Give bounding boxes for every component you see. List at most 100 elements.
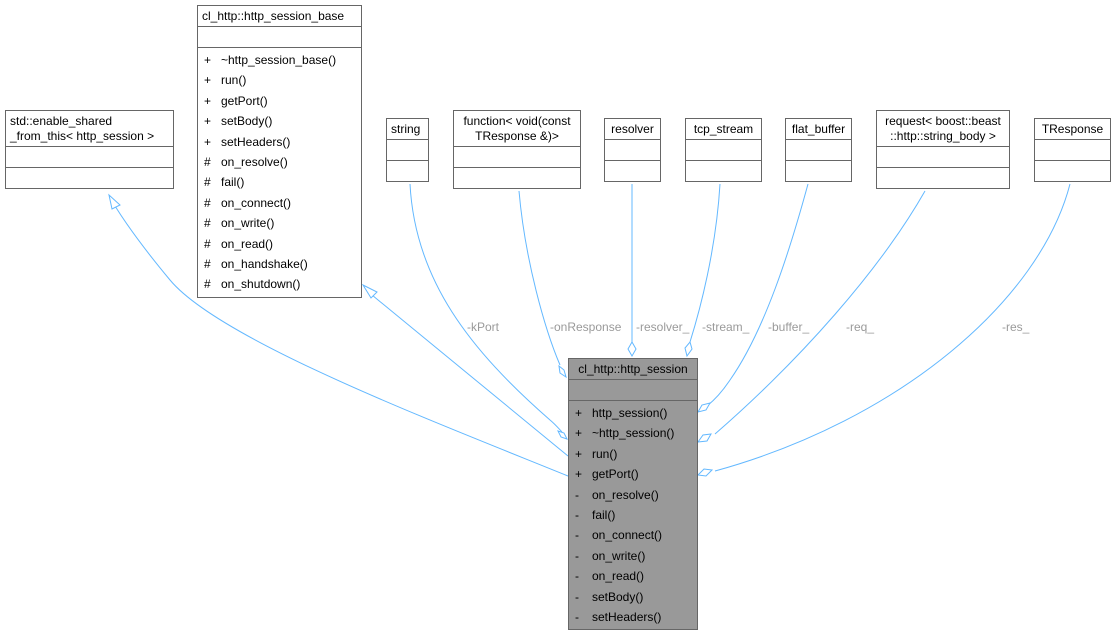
- attributes-section: [605, 139, 660, 160]
- class-tresponse[interactable]: TResponse: [1034, 118, 1111, 182]
- methods-section: [605, 160, 660, 181]
- visibility-marker: -: [575, 569, 579, 584]
- method-name: on_write(): [221, 216, 275, 231]
- edge-onresponse: [518, 190, 561, 366]
- visibility-marker: -: [575, 507, 579, 522]
- visibility-marker: #: [204, 175, 211, 190]
- class-flat-buffer[interactable]: flat_buffer: [785, 118, 852, 182]
- edge-label-req: -req_: [846, 320, 875, 334]
- method-row[interactable]: -on_resolve(): [575, 485, 691, 505]
- method-row[interactable]: # on_connect(): [204, 193, 355, 213]
- class-resolver[interactable]: resolver: [604, 118, 661, 182]
- methods-section: [786, 160, 851, 181]
- edge-label-resolver: -resolver_: [636, 320, 690, 334]
- method-row[interactable]: +~http_session(): [575, 423, 691, 443]
- method-name: run(): [221, 73, 247, 88]
- method-row[interactable]: +getPort(): [575, 464, 691, 484]
- method-row[interactable]: -on_write(): [575, 546, 691, 566]
- method-row[interactable]: + setHeaders(): [204, 132, 355, 152]
- class-string[interactable]: string: [386, 118, 429, 182]
- class-title: tcp_stream: [693, 122, 754, 136]
- method-name: on_connect(): [221, 195, 292, 210]
- class-function[interactable]: function< void(const TResponse &)>: [453, 110, 581, 189]
- method-row[interactable]: +run(): [575, 444, 691, 464]
- edge-label-res: -res_: [1002, 320, 1030, 334]
- visibility-marker: #: [204, 195, 211, 210]
- method-row[interactable]: -setHeaders(): [575, 607, 691, 627]
- class-title: TResponse: [1041, 122, 1104, 136]
- edge-label-stream: -stream_: [702, 320, 750, 334]
- visibility-marker: #: [204, 277, 211, 292]
- edge-stream: [689, 183, 721, 343]
- edge-req: [714, 190, 926, 435]
- visibility-marker: -: [575, 487, 579, 502]
- methods-section: [877, 167, 1009, 188]
- methods-section: [1035, 160, 1110, 181]
- diamond-req: [696, 433, 712, 443]
- attributes-section: [569, 379, 697, 400]
- method-row[interactable]: # on_resolve(): [204, 152, 355, 172]
- method-row[interactable]: # on_write(): [204, 213, 355, 233]
- attributes-section: [786, 139, 851, 160]
- edge-label-kport: -kPort: [467, 320, 500, 334]
- method-row[interactable]: +run(): [204, 70, 355, 90]
- class-http-session[interactable]: cl_http::http_session +http_session()+~h…: [568, 358, 698, 631]
- method-row[interactable]: +getPort(): [204, 91, 355, 111]
- visibility-marker: -: [575, 548, 579, 563]
- method-name: setHeaders(): [592, 609, 662, 624]
- visibility-marker: +: [204, 134, 212, 149]
- diamond-resolver: [627, 340, 637, 358]
- visibility-marker: -: [575, 609, 579, 624]
- diamond-kport: [557, 430, 568, 440]
- method-name: fail(): [592, 507, 616, 522]
- class-title-line-1: function< void(const: [463, 114, 571, 128]
- method-row[interactable]: -fail(): [575, 505, 691, 525]
- method-name: ~http_session(): [592, 426, 675, 441]
- method-name: fail(): [221, 175, 245, 190]
- class-title: cl_http::http_session: [578, 362, 688, 376]
- edge-buffer: [706, 183, 809, 407]
- visibility-marker: +: [575, 467, 583, 482]
- method-name: on_read(): [221, 236, 274, 251]
- edge-inherit-session-base: [371, 294, 569, 457]
- method-row[interactable]: #on_read(): [204, 234, 355, 254]
- method-row[interactable]: -on_read(): [575, 566, 691, 586]
- class-title: request< boost::beast ::http::string_bod…: [877, 111, 1009, 146]
- class-http-session-base[interactable]: cl_http::http_session_base +~http_sessio…: [197, 5, 362, 298]
- edge-res: [714, 183, 1071, 472]
- methods-section: [6, 167, 173, 188]
- method-name: setHeaders(): [221, 134, 291, 149]
- method-row[interactable]: +~http_session_base(): [204, 50, 355, 70]
- methods-section: [454, 167, 580, 188]
- class-tcp-stream[interactable]: tcp_stream: [685, 118, 762, 182]
- method-row[interactable]: +setBody(): [204, 111, 355, 131]
- methods-section: [686, 160, 761, 181]
- class-title: string: [391, 122, 421, 136]
- method-name: setBody(): [592, 589, 644, 604]
- method-row[interactable]: -on_connect(): [575, 525, 691, 545]
- visibility-marker: #: [204, 216, 211, 231]
- visibility-marker: +: [575, 446, 583, 461]
- method-name: on_connect(): [592, 528, 663, 543]
- edge-inherit-enable-shared: [114, 205, 569, 477]
- method-row[interactable]: +http_session(): [575, 403, 691, 423]
- methods-section: +http_session()+~http_session()+run()+ge…: [569, 400, 697, 629]
- class-title-line-2: ::http::string_body >: [890, 129, 996, 143]
- methods-section: [387, 160, 428, 181]
- method-row[interactable]: -setBody(): [575, 587, 691, 607]
- visibility-marker: #: [204, 256, 211, 271]
- method-name: on_resolve(): [221, 154, 288, 169]
- class-enable-shared-from-this[interactable]: std::enable_shared _from_this< http_sess…: [5, 110, 174, 189]
- class-title: resolver: [611, 122, 654, 136]
- method-name: on_write(): [592, 548, 646, 563]
- method-row[interactable]: # fail(): [204, 172, 355, 192]
- visibility-marker: +: [575, 406, 583, 420]
- method-row[interactable]: #on_shutdown(): [204, 274, 355, 294]
- attributes-section: [686, 139, 761, 160]
- class-title-line-2: _from_this< http_session >: [10, 129, 155, 143]
- class-request[interactable]: request< boost::beast ::http::string_bod…: [876, 110, 1010, 189]
- method-row[interactable]: #on_handshake(): [204, 254, 355, 274]
- visibility-marker: -: [575, 589, 579, 604]
- visibility-marker: #: [204, 154, 211, 169]
